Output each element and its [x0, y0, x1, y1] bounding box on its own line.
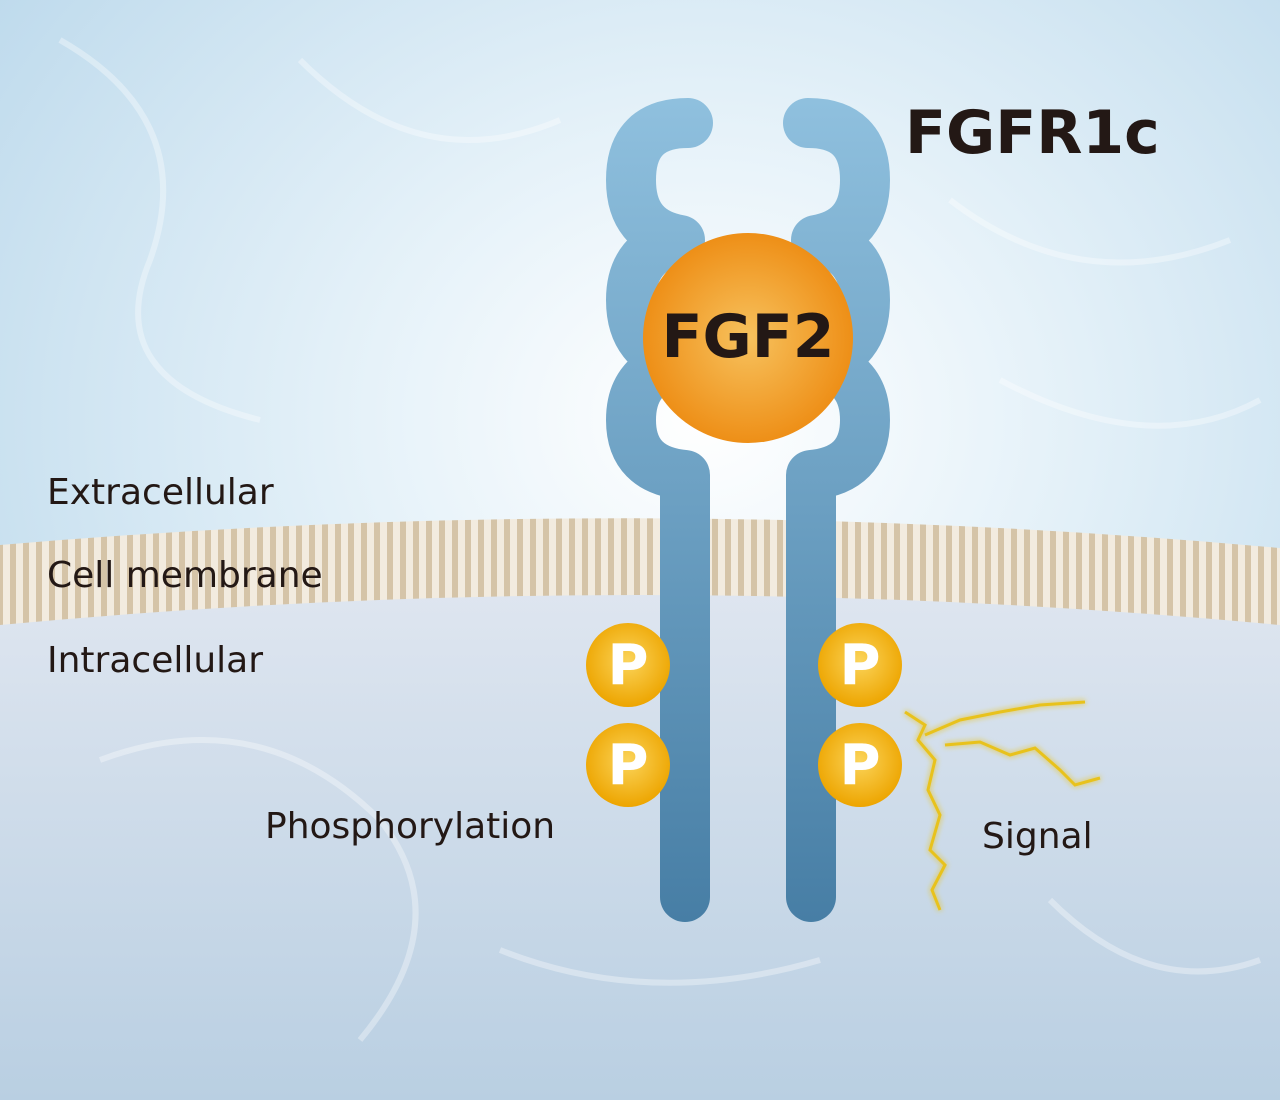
receptor-left-chain — [606, 98, 713, 922]
intracellular-label: Intracellular — [47, 640, 264, 681]
fgf2-ligand — [643, 233, 853, 443]
phospho-label: P — [839, 733, 881, 798]
phospho-circle — [818, 623, 902, 707]
membrane-label: Cell membrane — [47, 555, 323, 596]
cell-membrane — [0, 518, 1280, 625]
extracellular-label: Extracellular — [47, 472, 274, 513]
ligand-label: FGF2 — [661, 302, 835, 372]
intracellular-background — [0, 579, 1280, 1100]
fgfr1c-receptor — [606, 98, 890, 922]
phosphorylation-label: Phosphorylation — [265, 806, 556, 847]
phospho-label: P — [607, 633, 649, 698]
phospho-label: P — [607, 733, 649, 798]
signal-label: Signal — [982, 816, 1093, 857]
receptor-title: FGFR1c — [905, 98, 1160, 168]
phospho-circle — [586, 623, 670, 707]
receptor-right-chain — [783, 98, 890, 922]
phospho-circle — [586, 723, 670, 807]
phospho-circle — [818, 723, 902, 807]
signal-lightning-icon — [904, 700, 1101, 911]
phospho-label: P — [839, 633, 881, 698]
phospho-groups — [586, 623, 902, 807]
water-caustics — [58, 37, 1262, 1042]
